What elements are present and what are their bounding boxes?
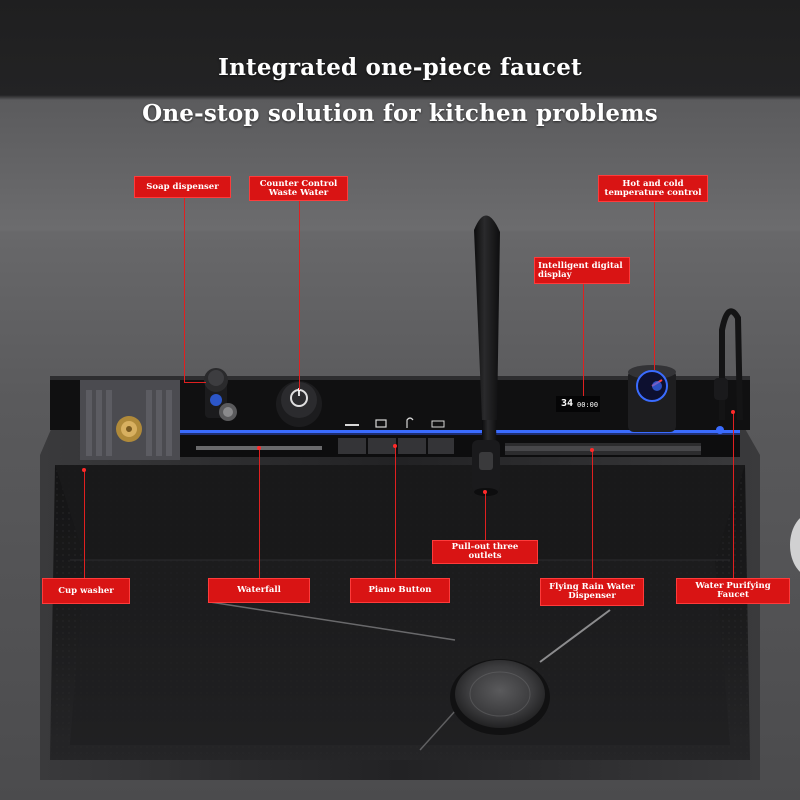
callout-piano-button: Piano Button — [350, 578, 450, 603]
dot-piano — [393, 444, 397, 448]
flying-rain-grill — [505, 443, 701, 455]
soap-dispenser-unit — [204, 368, 237, 421]
callout-cup-washer: Cup washer — [42, 578, 130, 604]
callout-pull-out: Pull-out three outlets — [432, 540, 538, 564]
callout-waterfall: Waterfall — [208, 578, 310, 603]
display-time: 00:00 — [577, 401, 599, 409]
callout-soap-dispenser: Soap dispenser — [134, 176, 231, 198]
dot-pullout — [483, 490, 487, 494]
callout-digital-display: Intelligent digital display — [534, 257, 630, 284]
leader-cup — [84, 470, 85, 580]
sink-bowl — [50, 465, 750, 760]
leader-waterfall — [259, 448, 260, 580]
drain-cover — [450, 659, 550, 735]
dot-cup — [82, 468, 86, 472]
display-temperature: 34 — [561, 398, 574, 409]
callout-counter-control: Counter Control Waste Water — [249, 176, 348, 201]
piano-buttons — [338, 417, 454, 454]
leader-soap-h — [184, 382, 206, 383]
water-purifying-faucet — [714, 308, 743, 434]
pull-out-faucet — [472, 215, 500, 496]
digital-display-panel — [556, 396, 600, 412]
headline-line-1: Integrated one-piece faucet — [218, 54, 582, 81]
cup-washer — [80, 380, 180, 460]
leader-rain — [592, 450, 593, 580]
temperature-knob — [628, 365, 676, 432]
callout-flying-rain: Flying Rain Water Dispenser — [540, 578, 644, 606]
headline-line-2: One-stop solution for kitchen problems — [142, 100, 658, 127]
leader-piano — [395, 446, 396, 580]
edge-glare — [790, 518, 800, 572]
leader-display — [583, 283, 584, 396]
dot-rain — [590, 448, 594, 452]
leader-counter — [299, 200, 300, 390]
leader-soap — [184, 198, 185, 383]
leader-pullout — [485, 492, 486, 542]
callout-water-purifying: Water Purifying Faucet — [676, 578, 790, 604]
dot-waterfall — [257, 446, 261, 450]
dot-purify — [731, 410, 735, 414]
waste-water-knob — [276, 381, 322, 427]
callout-hot-cold: Hot and cold temperature control — [598, 175, 708, 202]
leader-purify — [733, 412, 734, 580]
leader-hotcold — [654, 200, 655, 370]
